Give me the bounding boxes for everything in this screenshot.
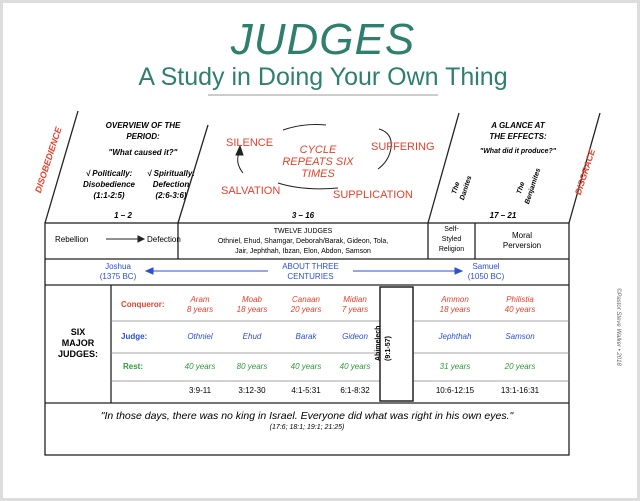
judge-ref: 13:1-16:31 <box>500 386 540 395</box>
judge-conqueror: Aram <box>190 295 210 304</box>
judge-rest: 80 years <box>236 362 268 371</box>
judge-judge: Jephthah <box>438 332 472 341</box>
judge-conqueror: Philistia <box>506 295 534 304</box>
judge-rest: 31 years <box>439 362 471 371</box>
abimelech-ref: (9:1-57) <box>385 336 392 361</box>
judge-judge: Barak <box>295 332 317 341</box>
page-subtitle: A Study in Doing Your Own Thing <box>138 63 508 91</box>
judge-judge: Gideon <box>342 332 368 341</box>
page-title: JUDGES <box>230 15 416 64</box>
judge-conqueror: Midian <box>343 295 367 304</box>
judge-rest: 40 years <box>184 362 216 371</box>
judge-ref: 4:1-5:31 <box>291 386 321 395</box>
judge-years: 8 years <box>186 305 214 314</box>
quote: "In those days, there was no king in Isr… <box>100 410 514 422</box>
judge-ref: 3:12-30 <box>238 386 266 395</box>
judge-ref: 3:9-11 <box>188 386 212 395</box>
judge-ref: 10:6-12:15 <box>435 386 475 395</box>
judge-judge: Samson <box>505 332 535 341</box>
quote-refs: (17:6; 18:1; 19:1; 21:25) <box>269 424 345 431</box>
judge-conqueror: Moab <box>241 295 262 304</box>
copyright: ©Pastor Steve Walker • 2018 <box>615 288 621 366</box>
judge-years: 40 years <box>504 305 536 314</box>
judge-years: 7 years <box>341 305 369 314</box>
judge-conqueror: Canaan <box>291 295 321 304</box>
abimelech-label: Abimelech <box>375 325 382 361</box>
judge-conqueror: Ammon <box>441 295 469 304</box>
judge-ref: 6:1-8:32 <box>340 386 370 395</box>
judge-years: 18 years <box>236 305 268 314</box>
chart-lines <box>44 94 601 456</box>
judge-rest: 40 years <box>339 362 371 371</box>
judge-judge: Othniel <box>187 332 213 341</box>
judge-rest: 40 years <box>290 362 322 371</box>
judge-rest: 20 years <box>504 362 536 371</box>
judge-years: 18 years <box>439 305 471 314</box>
judge-judge: Ehud <box>242 332 262 341</box>
judge-years: 20 years <box>290 305 322 314</box>
